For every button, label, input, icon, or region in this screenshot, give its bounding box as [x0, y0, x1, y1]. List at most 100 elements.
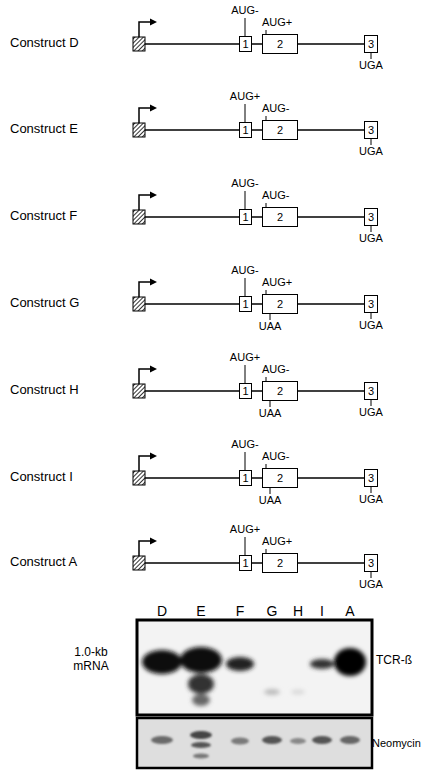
- exon-box: 2: [262, 553, 298, 573]
- stop-codon: UAA: [259, 494, 282, 507]
- construct-f-lines: [133, 191, 371, 232]
- exon-box: 1: [239, 209, 252, 225]
- start-codon: AUG-: [231, 264, 259, 277]
- stop-codon: UGA: [359, 59, 383, 72]
- exon-box: 1: [239, 296, 252, 312]
- exon-box: 2: [262, 468, 298, 488]
- exon-box: 1: [239, 383, 252, 399]
- stop-codon: UGA: [359, 232, 383, 245]
- intron-line: [298, 390, 364, 392]
- intron-line: [252, 303, 262, 305]
- intron-line: [252, 216, 262, 218]
- start-codon: AUG+: [262, 276, 292, 289]
- exon-number: 3: [368, 558, 374, 569]
- construct-a-lines: [133, 537, 371, 578]
- exon-number: 3: [368, 299, 374, 310]
- intron-line: [252, 43, 262, 45]
- stop-codon: UAA: [259, 320, 282, 333]
- exon-number: 1: [242, 299, 248, 310]
- construct-name: Construct A: [10, 555, 77, 570]
- exon-box: 3: [364, 295, 378, 313]
- construct-name: Construct G: [10, 296, 79, 311]
- intron-line: [298, 129, 364, 131]
- exon-box: 3: [364, 35, 378, 53]
- band-size-label: 1.0-kb mRNA: [55, 646, 127, 674]
- start-codon: AUG-: [262, 189, 290, 202]
- construct-name: Construct F: [10, 209, 77, 224]
- intron-line: [298, 216, 364, 218]
- exon-number: 2: [277, 386, 283, 397]
- exon-number: 3: [368, 125, 374, 136]
- exon-box: 1: [239, 470, 252, 486]
- lane-label: F: [236, 603, 245, 619]
- exon-number: 3: [368, 39, 374, 50]
- construct-d-lines: [133, 18, 371, 59]
- intron-line: [298, 303, 364, 305]
- stop-codon: UGA: [359, 578, 383, 591]
- exon-number: 1: [242, 386, 248, 397]
- exon-box: 3: [364, 469, 378, 487]
- start-codon: AUG-: [231, 438, 259, 451]
- exon-number: 3: [368, 386, 374, 397]
- construct-name: Construct E: [10, 122, 78, 137]
- construct-i-lines: [133, 452, 371, 494]
- exon-box: 2: [262, 294, 298, 314]
- start-codon: AUG+: [230, 523, 260, 536]
- construct-e-lines: [133, 104, 371, 145]
- exon-box: 1: [239, 36, 252, 52]
- exon-number: 1: [242, 39, 248, 50]
- exon-box: 3: [364, 208, 378, 226]
- exon-box: 3: [364, 382, 378, 400]
- start-codon: AUG-: [262, 450, 290, 463]
- exon-box: 2: [262, 207, 298, 227]
- start-codon: AUG+: [230, 90, 260, 103]
- exon-number: 2: [277, 299, 283, 310]
- construct-name: Construct H: [10, 383, 79, 398]
- exon-box: 1: [239, 122, 252, 138]
- lane-label: I: [320, 603, 324, 619]
- lane-label: E: [196, 603, 205, 619]
- start-codon: AUG-: [262, 102, 290, 115]
- stop-codon: UAA: [259, 407, 282, 420]
- exon-number: 1: [242, 558, 248, 569]
- exon-number: 3: [368, 212, 374, 223]
- exon-box: 3: [364, 121, 378, 139]
- intron-line: [252, 129, 262, 131]
- exon-number: 1: [242, 473, 248, 484]
- construct-g-lines: [133, 278, 371, 320]
- northern-blot: [137, 620, 372, 768]
- start-codon: AUG-: [231, 4, 259, 17]
- intron-line: [252, 390, 262, 392]
- exon-number: 2: [277, 39, 283, 50]
- lane-label: H: [293, 603, 303, 619]
- construct-h-lines: [133, 365, 371, 407]
- exon-number: 2: [277, 473, 283, 484]
- lane-label: G: [267, 603, 278, 619]
- construct-name: Construct D: [10, 36, 79, 51]
- exon-number: 1: [242, 125, 248, 136]
- stop-codon: UGA: [359, 145, 383, 158]
- start-codon: AUG-: [231, 177, 259, 190]
- start-codon: AUG+: [262, 535, 292, 548]
- exon-number: 1: [242, 212, 248, 223]
- intron-line: [298, 562, 364, 564]
- intron-line: [298, 477, 364, 479]
- stop-codon: UGA: [359, 406, 383, 419]
- start-codon: AUG+: [262, 16, 292, 29]
- exon-box: 2: [262, 34, 298, 54]
- stop-codon: UGA: [359, 319, 383, 332]
- construct-name: Construct I: [10, 470, 73, 485]
- exon-box: 3: [364, 554, 378, 572]
- stop-codon: UGA: [359, 493, 383, 506]
- probe-label: TCR-ß: [376, 654, 412, 668]
- exon-box: 2: [262, 381, 298, 401]
- lane-label: D: [157, 603, 167, 619]
- exon-number: 3: [368, 473, 374, 484]
- intron-line: [252, 562, 262, 564]
- exon-number: 2: [277, 212, 283, 223]
- start-codon: AUG+: [230, 351, 260, 364]
- exon-box: 2: [262, 120, 298, 140]
- exon-number: 2: [277, 558, 283, 569]
- intron-line: [298, 43, 364, 45]
- probe-label: Neomycin: [372, 737, 421, 750]
